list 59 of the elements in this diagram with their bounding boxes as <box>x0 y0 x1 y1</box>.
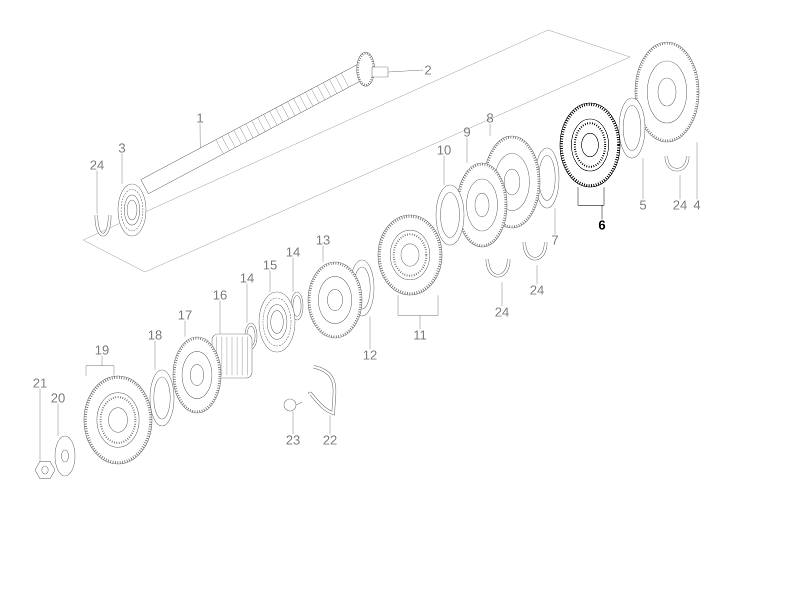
ring-drawing <box>436 184 464 246</box>
callout-number: 17 <box>178 310 192 320</box>
callout-number: 18 <box>148 330 162 340</box>
callout-number: 24 <box>495 307 509 317</box>
callout-number: 6 <box>598 220 606 230</box>
callout-number: 8 <box>486 113 494 123</box>
callout-number: 24 <box>530 285 544 295</box>
callout-number: 15 <box>264 260 277 270</box>
circlip-drawing <box>664 156 690 172</box>
callout-number: 11 <box>414 330 426 340</box>
leader-line <box>246 283 248 323</box>
bracket-leader-line <box>86 356 114 376</box>
callout-number: 10 <box>438 145 451 155</box>
leader-line <box>322 246 324 262</box>
shaft-drawing <box>140 52 375 194</box>
callout-number: 24 <box>673 200 687 210</box>
callout-number: 23 <box>286 435 300 445</box>
bracket-leader-line <box>398 295 438 330</box>
callout-number: 1 <box>197 114 203 122</box>
leader-line <box>466 138 468 163</box>
ring-drawing <box>150 370 174 426</box>
callout-number: 19 <box>96 345 109 355</box>
leader-line <box>292 411 294 434</box>
callout-number: 14 <box>286 248 300 256</box>
callout-number: 3 <box>118 143 126 153</box>
callout-number: 21 <box>33 378 47 388</box>
callout-number: 5 <box>640 200 646 210</box>
callout-number: 12 <box>364 350 377 360</box>
pin-drawing <box>372 66 388 78</box>
bracket-leader-line <box>578 187 604 220</box>
ring-drawing <box>618 98 646 158</box>
plate-drawing <box>54 436 76 476</box>
nut-drawing <box>34 461 56 479</box>
callout-number: 4 <box>694 200 700 210</box>
leader-line <box>292 257 294 292</box>
callout-number: 24 <box>90 160 104 170</box>
callout-number: 14 <box>240 274 254 282</box>
callout-number: 2 <box>425 65 431 75</box>
callout-number: 9 <box>464 127 470 137</box>
callout-number: 22 <box>323 435 337 445</box>
leader-line <box>536 264 538 285</box>
shift-fork-drawing <box>310 365 336 415</box>
callout-number: 13 <box>316 235 330 245</box>
circlip-drawing <box>486 259 510 278</box>
leader-line <box>96 170 98 214</box>
bolt-drawing <box>284 398 303 412</box>
leader-line <box>696 142 698 200</box>
synchronizer-hub-drawing <box>378 214 442 296</box>
callout-number: 20 <box>51 393 65 403</box>
leader-line <box>154 340 156 370</box>
bearing-drawing <box>118 184 146 236</box>
callout-number: 7 <box>552 236 558 244</box>
leader-line <box>184 320 186 337</box>
circlip-drawing <box>94 215 112 236</box>
leader-line <box>554 208 556 235</box>
circlip-drawing <box>522 242 548 260</box>
leader-line <box>388 70 424 72</box>
callout-number: 16 <box>214 290 227 300</box>
leader-line <box>642 158 644 200</box>
